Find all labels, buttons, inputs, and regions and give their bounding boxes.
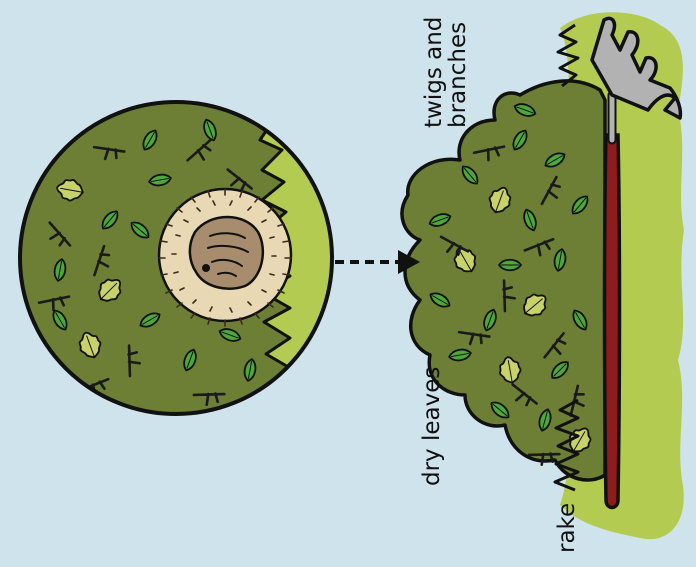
label-rake: rake: [555, 503, 579, 553]
hedgehog-icon: [159, 189, 291, 326]
label-twigs-and-branches: twigs and branches: [422, 17, 470, 128]
label-dry-leaves: dry leaves: [420, 367, 444, 486]
label-twigs-line2: branches: [446, 17, 470, 128]
hibernating-hedgehog-inset: [20, 102, 340, 414]
label-twigs-line1: twigs and: [422, 17, 446, 128]
